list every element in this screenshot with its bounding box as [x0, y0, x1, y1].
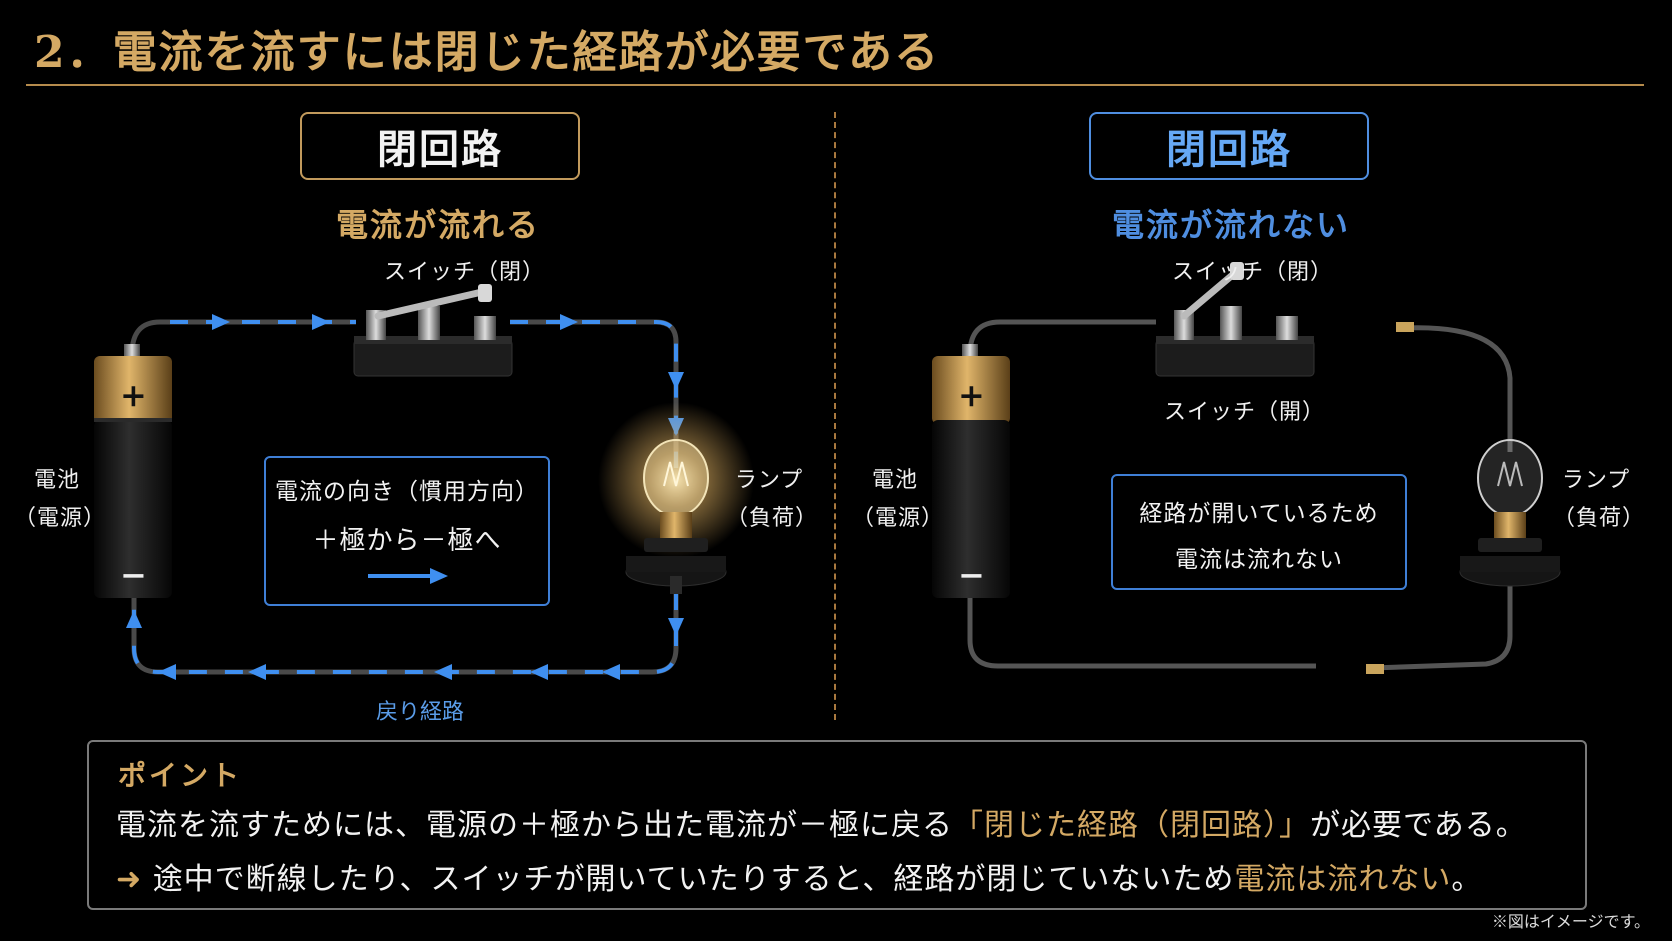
left-subtitle: 電流が流れる — [336, 206, 541, 244]
left-battery — [94, 344, 172, 598]
current-direction-box: 電流の向き（慣用方向） ＋極から－極へ — [264, 456, 550, 606]
panel-divider — [834, 112, 836, 720]
current-direction-title: 電流の向き（慣用方向） — [275, 479, 539, 505]
left-battery-label: 電池 （電源） — [14, 468, 107, 531]
right-subtitle: 電流が流れない — [1112, 206, 1351, 244]
left-lamp-label: ランプ （負荷） — [726, 468, 819, 531]
open-circuit-box: 経路が開いているため 電流は流れない — [1111, 474, 1407, 590]
return-path-label: 戻り経路 — [376, 700, 465, 725]
right-switch — [1155, 262, 1315, 377]
left-current-arrows — [126, 314, 684, 680]
open-circuit-line-2: 電流は流れない — [1175, 547, 1343, 573]
left-lamp — [598, 402, 754, 594]
point-box — [87, 740, 1587, 910]
point-line-2: ➜ 途中で断線したり、スイッチが開いていたりすると、経路が閉じていないため電流は… — [116, 862, 1483, 897]
right-switch-closed-label: スイッチ（閉） — [1172, 260, 1334, 285]
current-direction-text: ＋極から－極へ — [312, 526, 502, 556]
right-minus-sign: − — [958, 556, 985, 594]
image-note: ※図はイメージです。 — [1491, 912, 1650, 931]
left-panel-title: 閉回路 — [300, 112, 580, 180]
right-lamp-label: ランプ （負荷） — [1553, 468, 1646, 531]
right-wire — [967, 319, 1513, 674]
left-switch — [353, 284, 513, 377]
left-minus-sign: − — [120, 556, 147, 594]
arrow-right-icon — [368, 568, 448, 584]
right-switch-open-label: スイッチ（開） — [1164, 400, 1326, 425]
title-underline — [26, 84, 1644, 86]
page-title: 2．電流を流すには閉じた経路が必要である — [34, 27, 941, 78]
left-plus-sign: + — [120, 376, 147, 414]
point-heading: ポイント — [118, 759, 243, 792]
left-switch-label: スイッチ（閉） — [384, 260, 546, 285]
arrow-icon: ➜ — [116, 862, 143, 897]
open-circuit-line-1: 経路が開いているため — [1139, 501, 1379, 527]
right-battery-label: 電池 （電源） — [852, 468, 945, 531]
right-battery — [932, 344, 1010, 598]
right-plus-sign: + — [958, 376, 985, 414]
right-lamp — [1459, 439, 1561, 587]
point-line-1: 電流を流すためには、電源の＋極から出た電流が－極に戻る「閉じた経路（閉回路）」が… — [116, 808, 1527, 843]
right-panel-title: 閉回路 — [1089, 112, 1369, 180]
